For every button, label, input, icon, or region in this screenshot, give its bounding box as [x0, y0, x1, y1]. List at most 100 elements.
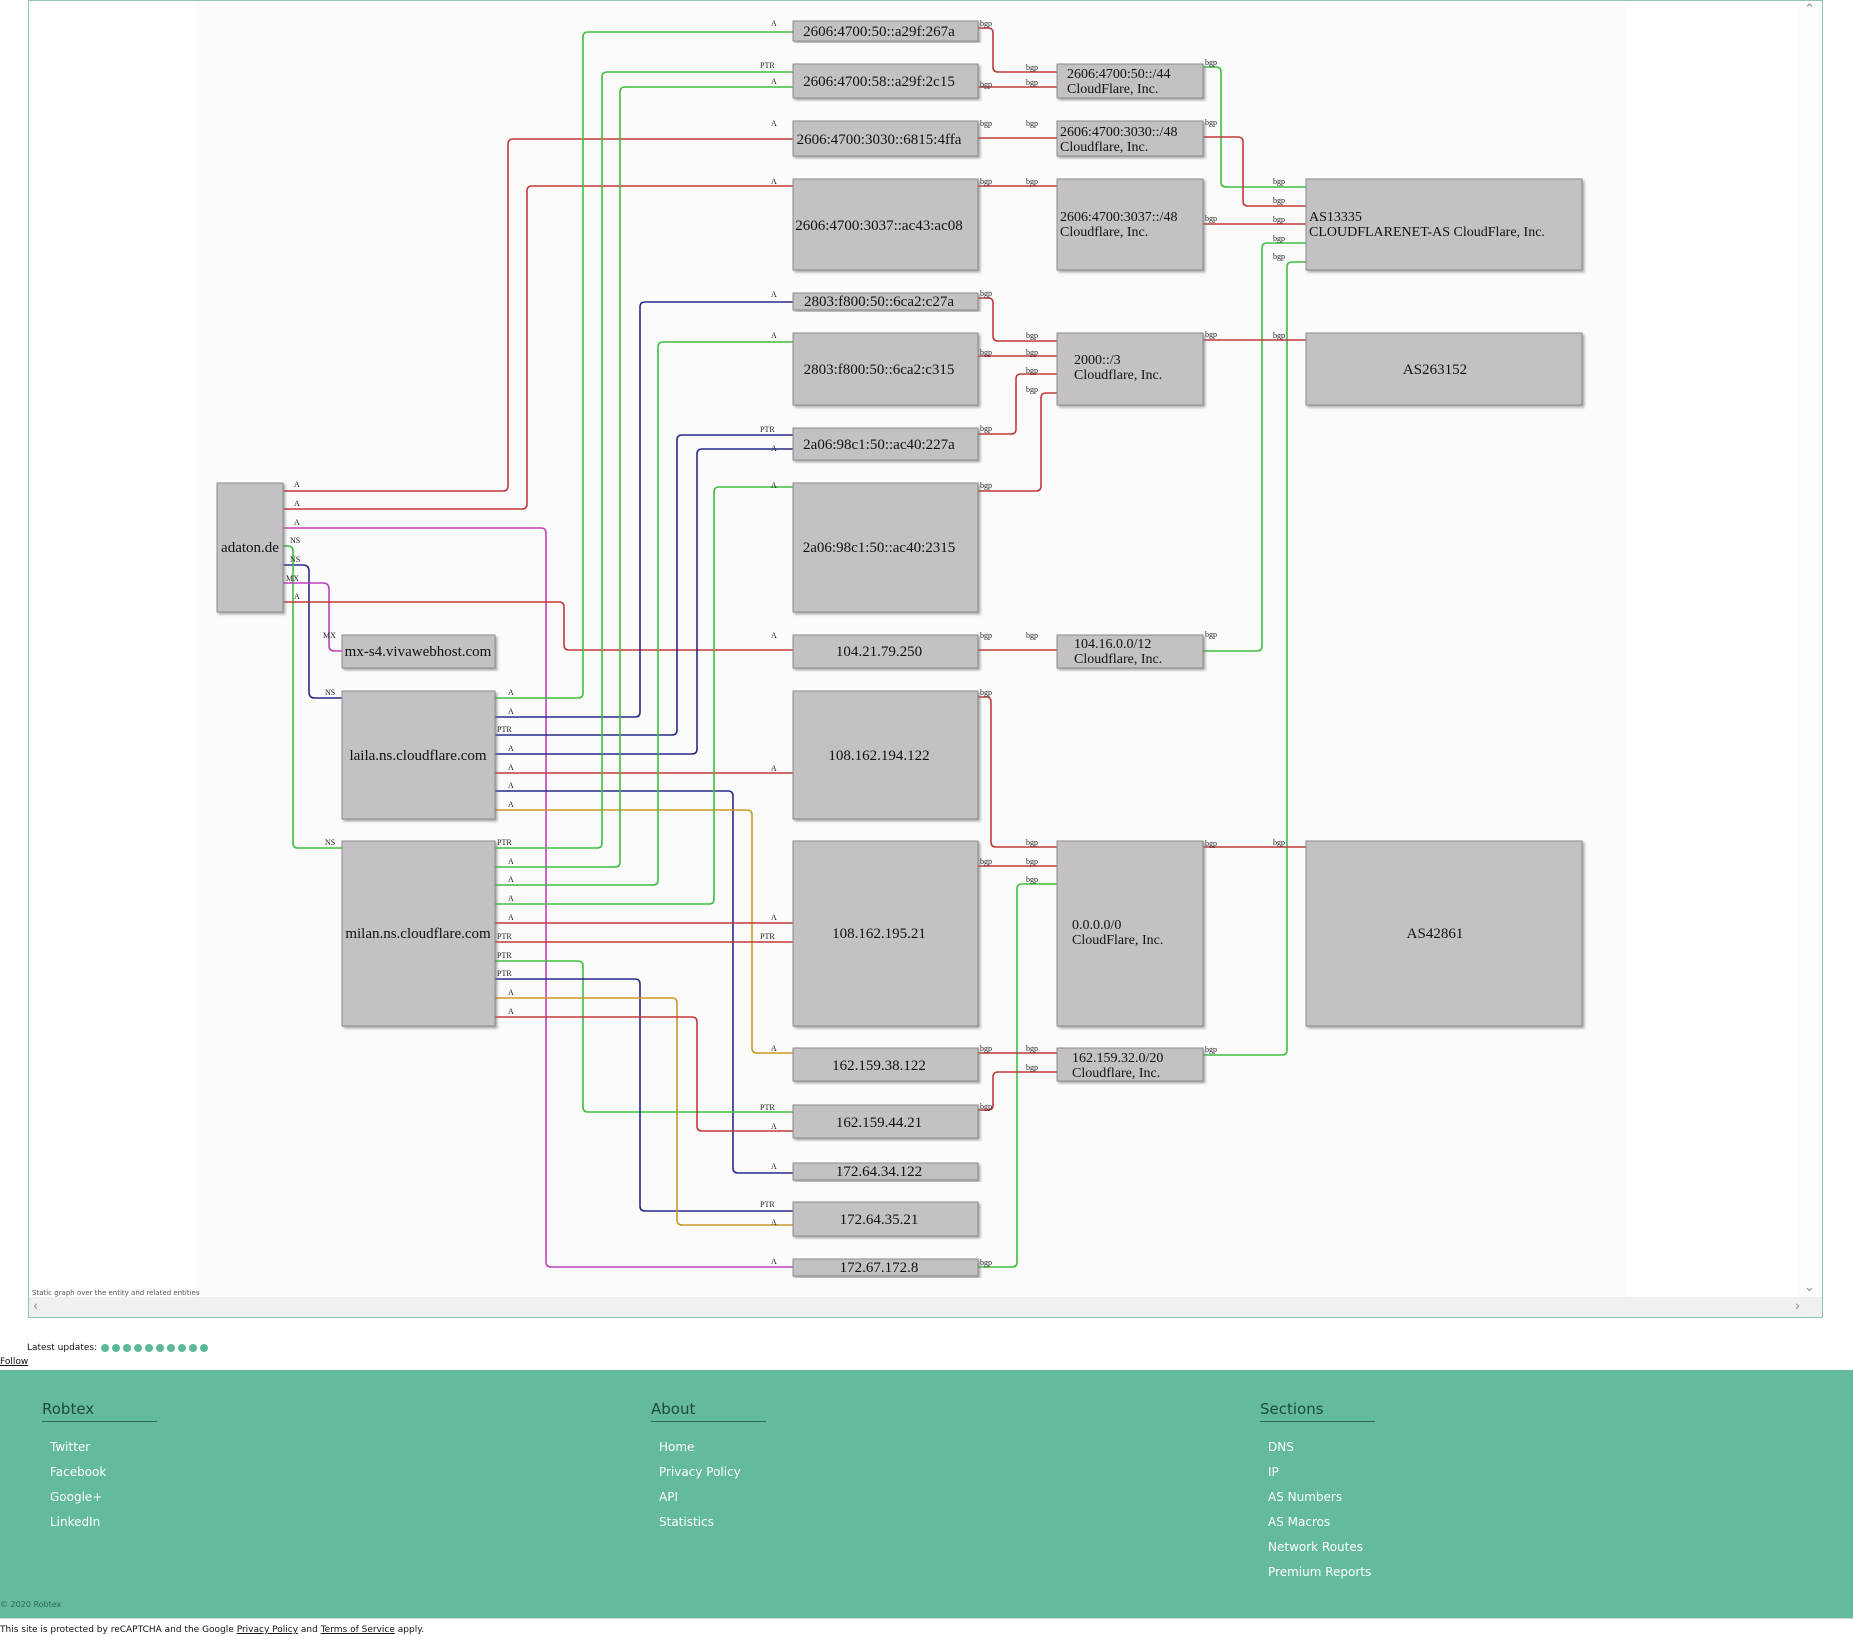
edge — [495, 448, 793, 755]
footer-link-linkedin[interactable]: LinkedIn — [50, 1515, 101, 1529]
node-label: 172.64.35.21 — [840, 1212, 919, 1228]
edge-label: NS — [290, 555, 300, 564]
footer-link-premium-reports[interactable]: Premium Reports — [1268, 1565, 1372, 1579]
node-ip4[interactable]: 2606:4700:3037::ac43:ac08 — [792, 178, 979, 271]
edge-label: bgp — [1026, 63, 1038, 72]
footer-link-privacy-policy[interactable]: Privacy Policy — [659, 1465, 741, 1479]
edge — [495, 486, 793, 905]
node-route-6[interactable]: 0.0.0.0/0 CloudFlare, Inc. — [1056, 840, 1204, 1027]
vertical-scrollbar[interactable]: ⌃ ⌄ — [1798, 1, 1822, 1297]
footer-link-as-numbers[interactable]: AS Numbers — [1268, 1490, 1343, 1504]
node-ip11[interactable]: 108.162.195.21 — [792, 840, 979, 1027]
node-as263152[interactable]: AS263152 — [1305, 332, 1583, 406]
edge-label: bgp — [1205, 839, 1217, 848]
scroll-up-icon[interactable]: ⌃ — [1804, 2, 1815, 17]
node-route-7[interactable]: 162.159.32.0/20 Cloudflare, Inc. — [1056, 1047, 1204, 1082]
node-label: adaton.de — [221, 540, 279, 556]
update-dot-icon[interactable] — [189, 1344, 198, 1352]
footer-link-home[interactable]: Home — [659, 1440, 695, 1454]
footer-link-network-routes[interactable]: Network Routes — [1268, 1540, 1364, 1554]
footer-link-twitter[interactable]: Twitter — [50, 1440, 91, 1454]
footer-link-api[interactable]: API — [659, 1490, 678, 1504]
edge-label: A — [294, 592, 300, 601]
edge — [283, 564, 342, 699]
node-ip14[interactable]: 172.64.34.122 — [792, 1162, 979, 1181]
update-dot-icon[interactable] — [156, 1344, 165, 1352]
node-ip8[interactable]: 2a06:98c1:50::ac40:2315 — [792, 482, 979, 613]
edge-label: A — [508, 744, 514, 753]
node-laila[interactable]: laila.ns.cloudflare.com — [341, 690, 496, 820]
footer-link-facebook[interactable]: Facebook — [50, 1465, 107, 1479]
edge — [978, 883, 1057, 1268]
edge-label: bgp — [1026, 119, 1038, 128]
legal-prefix: This site is protected by reCAPTCHA and … — [0, 1625, 234, 1635]
footer-sections: Sections DNS IP AS Numbers AS Macros Net… — [1260, 1400, 1560, 1588]
node-ip9[interactable]: 104.21.79.250 — [792, 634, 979, 669]
node-label: 2606:4700:58::a29f:2c15 — [803, 74, 955, 90]
node-label: Cloudflare, Inc. — [1074, 368, 1162, 383]
graph-area[interactable]: A A A NS NS MX A MX NS NS A A PTR A A A … — [31, 1, 1791, 1297]
edge-labels: A A A NS NS MX A MX NS NS A A PTR A A A … — [286, 19, 1285, 1267]
node-ip6[interactable]: 2803:f800:50::6ca2:c315 — [792, 332, 979, 406]
edge-label: bgp — [1205, 118, 1217, 127]
node-ip16[interactable]: 172.67.172.8 — [792, 1258, 979, 1277]
node-route-3[interactable]: 2606:4700:3037::/48 Cloudflare, Inc. — [1056, 178, 1204, 271]
footer-link-as-macros[interactable]: AS Macros — [1268, 1515, 1331, 1529]
scroll-down-icon[interactable]: ⌄ — [1804, 1280, 1815, 1295]
horizontal-scrollbar[interactable]: ‹ › — [29, 1297, 1822, 1317]
node-ip2[interactable]: 2606:4700:58::a29f:2c15 — [792, 63, 979, 99]
network-graph[interactable]: A A A NS NS MX A MX NS NS A A PTR A A A … — [31, 1, 1791, 1297]
edge-label: PTR — [760, 1200, 775, 1209]
node-as42861[interactable]: AS42861 — [1305, 840, 1583, 1027]
node-mx[interactable]: mx-s4.vivawebhost.com — [341, 634, 496, 669]
update-dot-icon[interactable] — [178, 1344, 187, 1352]
node-route-2[interactable]: 2606:4700:3030::/48 Cloudflare, Inc. — [1056, 120, 1204, 157]
update-dot-icon[interactable] — [167, 1344, 176, 1352]
footer-link-statistics[interactable]: Statistics — [659, 1515, 714, 1529]
footer-link-dns[interactable]: DNS — [1268, 1440, 1294, 1454]
edge — [495, 86, 793, 868]
divider — [0, 1618, 1853, 1619]
edge-label: bgp — [980, 1258, 992, 1267]
follow-link[interactable]: Follow — [0, 1357, 29, 1367]
scroll-left-icon[interactable]: ‹ — [33, 1299, 39, 1314]
update-dot-icon[interactable] — [145, 1344, 154, 1352]
node-ip15[interactable]: 172.64.35.21 — [792, 1201, 979, 1237]
edge-label: bgp — [980, 857, 992, 866]
update-dot-icon[interactable] — [123, 1344, 132, 1352]
footer-link-ip[interactable]: IP — [1268, 1465, 1279, 1479]
update-dot-icon[interactable] — [101, 1344, 110, 1352]
node-milan[interactable]: milan.ns.cloudflare.com — [341, 840, 496, 1027]
update-indicators[interactable] — [101, 1344, 209, 1352]
node-ip7[interactable]: 2a06:98c1:50::ac40:227a — [792, 427, 979, 461]
edge-label: A — [771, 913, 777, 922]
edge-label: bgp — [1026, 631, 1038, 640]
node-ip3[interactable]: 2606:4700:3030::6815:4ffa — [792, 120, 979, 157]
node-ip5[interactable]: 2803:f800:50::6ca2:c27a — [792, 292, 979, 311]
node-route-4[interactable]: 2000::/3 Cloudflare, Inc. — [1056, 332, 1204, 406]
update-dot-icon[interactable] — [134, 1344, 143, 1352]
edge-label: bgp — [1026, 177, 1038, 186]
node-route-1[interactable]: 2606:4700:50::/44 CloudFlare, Inc. — [1056, 63, 1204, 99]
footer-link-googleplus[interactable]: Google+ — [50, 1490, 103, 1504]
edge-label: A — [771, 481, 777, 490]
edge-label: A — [771, 1218, 777, 1227]
node-ip10[interactable]: 108.162.194.122 — [792, 690, 979, 820]
node-ip1[interactable]: 2606:4700:50::a29f:267a — [792, 20, 979, 42]
edge-label: A — [771, 631, 777, 640]
node-ip13[interactable]: 162.159.44.21 — [792, 1104, 979, 1139]
update-dot-icon[interactable] — [200, 1344, 209, 1352]
node-label: 108.162.194.122 — [828, 748, 929, 764]
node-route-5[interactable]: 104.16.0.0/12 Cloudflare, Inc. — [1056, 634, 1204, 669]
edge-label: A — [771, 19, 777, 28]
edge-label: bgp — [980, 177, 992, 186]
graph-nodes: adaton.de mx-s4.vivawebhost.com laila.ns… — [216, 20, 1583, 1277]
node-ip12[interactable]: 162.159.38.122 — [792, 1047, 979, 1082]
scroll-right-icon[interactable]: › — [1795, 1299, 1801, 1314]
edge — [978, 373, 1057, 435]
update-dot-icon[interactable] — [112, 1344, 121, 1352]
node-as13335[interactable]: AS13335 CLOUDFLARENET-AS CloudFlare, Inc… — [1305, 178, 1583, 271]
google-terms-link[interactable]: Terms of Service — [320, 1625, 395, 1635]
node-adaton[interactable]: adaton.de — [216, 482, 284, 613]
google-privacy-link[interactable]: Privacy Policy — [236, 1625, 299, 1635]
